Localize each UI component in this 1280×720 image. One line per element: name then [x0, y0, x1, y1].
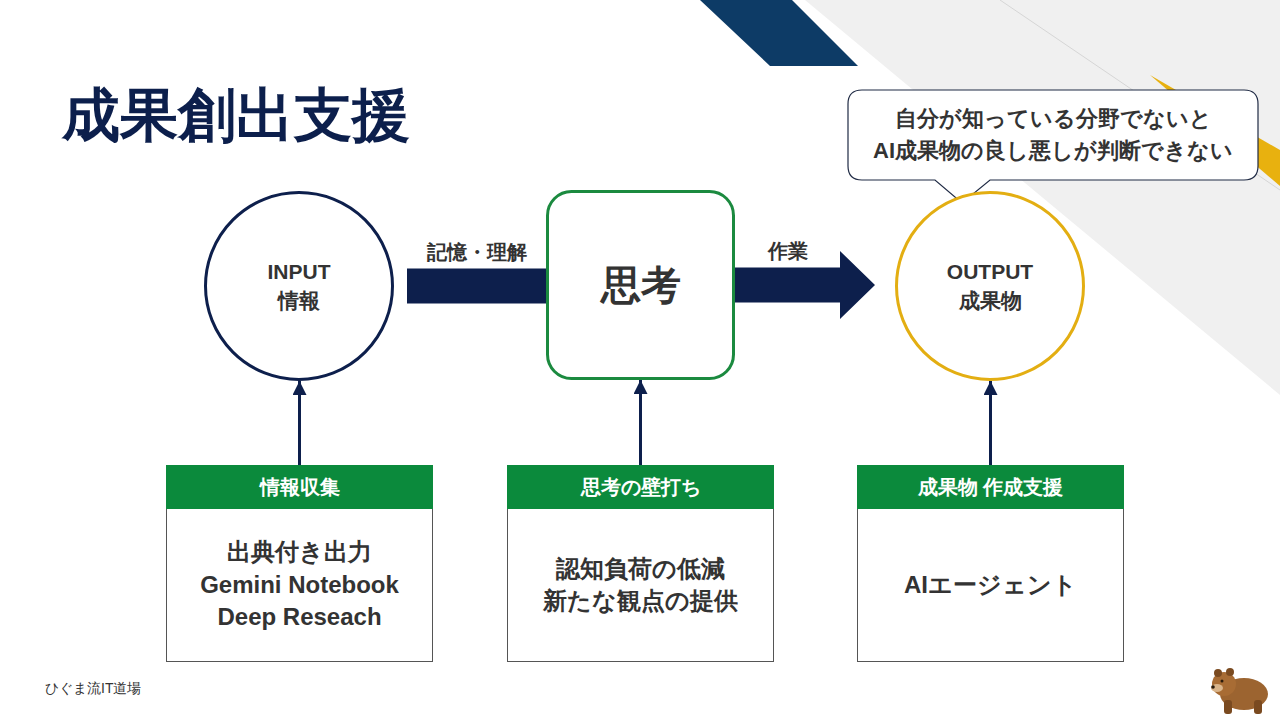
bear-ear	[1226, 668, 1234, 676]
input-circle: INPUT 情報	[204, 191, 394, 381]
rounded-outline	[548, 192, 734, 379]
input-circle-outline	[204, 191, 394, 381]
bear-leg	[1254, 700, 1262, 714]
bear-nose	[1211, 685, 1215, 689]
circle-outline	[897, 193, 1084, 380]
edge-label: 作業	[768, 238, 808, 265]
support-arrow	[298, 381, 301, 465]
bubble-outline	[848, 90, 1258, 203]
bear-leg	[1224, 700, 1232, 714]
bear-ear	[1214, 669, 1222, 677]
gray-band	[805, 0, 1280, 395]
card-heading: 思考の壁打ち	[507, 465, 774, 509]
circle-outline	[206, 193, 393, 380]
card-body-text: 出典付き出力 Gemini Notebook Deep Reseach	[167, 509, 432, 661]
support-arrow	[639, 380, 642, 465]
callout-bubble-outline	[848, 90, 1258, 180]
bear-illustration	[1208, 656, 1272, 716]
flow-arrow	[407, 269, 546, 304]
process-box: 思考	[546, 190, 735, 380]
node-text: OUTPUT 成果物	[940, 257, 1040, 316]
callout-bubble: 自分が知っている分野でないと AI成果物の良し悪しが判断できない	[848, 90, 1258, 180]
node-text: 思考	[556, 261, 726, 309]
card-heading: 成果物 作成支援	[857, 465, 1124, 509]
bear-eye	[1221, 680, 1224, 683]
output-circle: OUTPUT 成果物	[895, 191, 1085, 381]
support-card: 情報収集出典付き出力 Gemini Notebook Deep Reseach	[166, 465, 433, 662]
card-heading: 情報収集	[166, 465, 433, 509]
card-body-text: 認知負荷の低減 新たな観点の提供	[508, 509, 773, 661]
footer-label: ひぐま流IT道場	[45, 680, 141, 698]
card-body-text: AIエージェント	[858, 509, 1123, 661]
support-card: 思考の壁打ち認知負荷の低減 新たな観点の提供	[507, 465, 774, 662]
navy-stripe	[700, 0, 858, 66]
node-text: 自分が知っている分野でないと AI成果物の良し悪しが判断できない	[858, 103, 1248, 167]
output-circle-outline	[895, 191, 1085, 381]
support-card: 成果物 作成支援AIエージェント	[857, 465, 1124, 662]
support-arrow	[989, 381, 992, 465]
edge-label: 記憶・理解	[427, 239, 527, 266]
slide-title: 成果創出支援	[62, 86, 410, 144]
bear-snout	[1211, 684, 1223, 692]
node-text: INPUT 情報	[261, 257, 337, 316]
